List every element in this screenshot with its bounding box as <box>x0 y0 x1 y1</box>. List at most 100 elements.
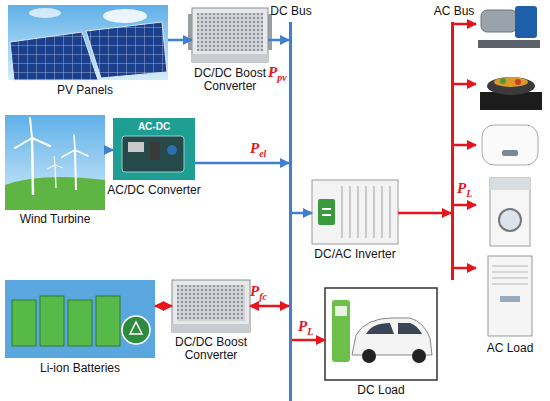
wind-turbine-picture <box>5 115 105 210</box>
ac-load-pictures <box>478 6 542 336</box>
power-flow-arrow <box>292 339 325 342</box>
ac-dc-converter-picture <box>150 142 160 160</box>
power-subscript: fc <box>259 291 267 302</box>
ac-load-pictures <box>488 256 532 336</box>
inverter-picture <box>312 180 398 244</box>
pv-panels-picture <box>86 22 167 78</box>
pv-panels-picture <box>103 9 147 23</box>
dc-load-picture <box>335 306 347 316</box>
battery-node: Li-ion Batteries <box>5 280 155 358</box>
node-label: DC/AC Inverter <box>300 248 410 261</box>
power-label: Ppv <box>268 64 287 83</box>
dc-load-picture <box>362 349 376 363</box>
ac-load-pictures <box>492 266 528 284</box>
boost-converter-picture <box>192 54 268 62</box>
boost-converter-picture <box>172 324 250 332</box>
power-flow-arrow <box>454 83 476 86</box>
ac-load-pictures <box>500 78 506 84</box>
node-label: PV Panels <box>25 84 145 97</box>
ac-load-pictures <box>494 77 528 87</box>
pv-panels-picture <box>29 8 61 18</box>
battery-picture <box>96 296 120 346</box>
dc-load-picture <box>325 288 437 380</box>
ac-dc-converter-picture <box>167 145 177 155</box>
power-flow-arrow <box>292 212 312 215</box>
ac-load-pictures <box>481 10 517 32</box>
ac-load-pictures <box>478 40 540 48</box>
battery-picture <box>122 316 150 344</box>
ac-load-pictures <box>490 178 530 246</box>
ac-dc-converter-picture <box>128 142 144 152</box>
wind-turbine-picture <box>47 156 63 169</box>
power-flow-arrow <box>168 39 192 42</box>
dc-load-node: DC Load <box>325 288 437 380</box>
battery-picture <box>5 280 155 358</box>
power-flow-arrow <box>454 204 476 207</box>
boost-converter-picture <box>172 280 250 332</box>
node-label: AC Load <box>470 342 550 355</box>
wind-turbine-picture <box>15 118 50 148</box>
dc-bus: DC Bus <box>289 22 292 401</box>
ac-load-pictures <box>502 150 518 156</box>
device-label: AC-DC <box>124 121 184 132</box>
power-flow-arrow <box>105 149 113 152</box>
ac-dc-converter-picture <box>122 136 184 172</box>
ac-load-pictures <box>499 209 521 231</box>
battery-picture <box>68 300 92 346</box>
dc-load-picture <box>325 288 437 380</box>
power-flow-arrow <box>454 144 476 147</box>
dc-load-picture <box>332 300 350 362</box>
boost-converter-picture <box>177 285 245 321</box>
node-label: DC Load <box>331 384 431 397</box>
ac-bus: AC Bus <box>451 22 454 280</box>
ac-load-pictures <box>515 6 537 38</box>
pv-node: PV Panels <box>8 5 168 80</box>
power-label: PL <box>457 180 472 199</box>
power-subscript: L <box>466 188 472 199</box>
inverter-picture <box>312 180 398 244</box>
power-subscript: L <box>307 326 313 337</box>
power-subscript: pv <box>277 72 286 83</box>
power-flow-arrow <box>195 162 289 165</box>
dc-load-picture <box>412 349 426 363</box>
ac-load-pictures <box>515 79 521 85</box>
boost-converter-picture <box>172 280 250 332</box>
power-flow-arrow <box>454 267 476 270</box>
power-label: Pel <box>250 140 266 159</box>
wind-turbine-picture <box>32 138 33 195</box>
boost-converter-picture <box>188 8 272 62</box>
inverter-picture <box>318 199 335 225</box>
ac-load-node: AC Load <box>476 2 544 338</box>
pv-panels-picture <box>10 32 98 80</box>
ac-load-pictures <box>487 77 535 95</box>
ac-load-pictures <box>482 125 538 165</box>
wind-turbine-picture <box>62 135 88 157</box>
converter-node: DC/DC Boost Converter <box>172 280 250 332</box>
pv-panels-picture <box>8 5 168 80</box>
battery-picture <box>40 296 64 346</box>
boost-converter-picture <box>188 14 192 50</box>
power-label: Pfc <box>250 283 267 302</box>
power-flow-arrow <box>268 39 289 42</box>
converter-node: DC/DC Boost Converter <box>192 8 268 62</box>
boost-converter-picture <box>268 14 272 50</box>
node-label: DC/DC Boost Converter <box>161 336 261 362</box>
power-label: PL <box>298 318 313 337</box>
wind-turbine-picture <box>55 165 56 188</box>
ac-load-pictures <box>500 296 520 302</box>
wind-turbine-picture <box>75 150 76 190</box>
ac-dc-converter-picture <box>113 118 195 180</box>
node-label: AC Bus <box>424 5 484 18</box>
dc-load-picture <box>366 323 422 334</box>
boost-converter-picture <box>192 8 268 62</box>
ac-dc-converter-picture <box>113 118 195 180</box>
battery-picture <box>12 300 36 346</box>
boost-converter-picture <box>197 13 263 51</box>
battery-picture <box>5 280 155 358</box>
inverter-node: DC/AC Inverter <box>312 180 398 244</box>
inverter-picture <box>342 186 390 238</box>
power-flow-arrow <box>398 212 451 215</box>
